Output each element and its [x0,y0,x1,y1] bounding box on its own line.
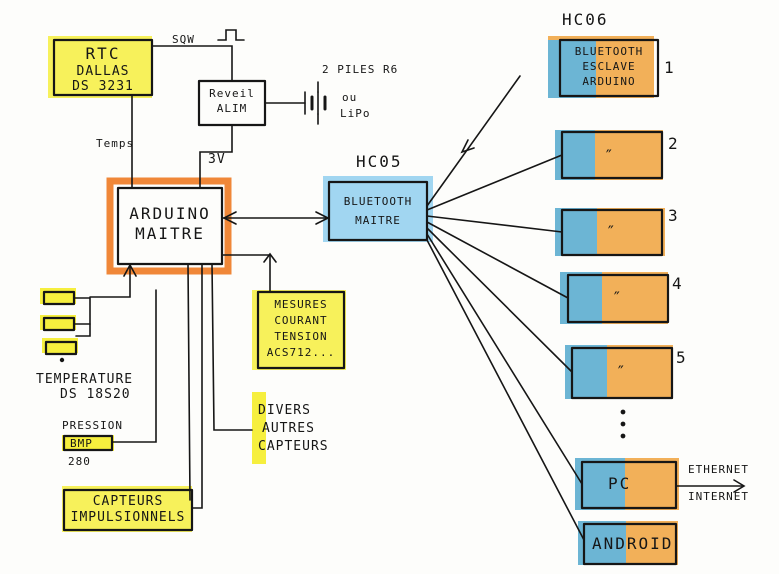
hc05-label: HC05 [356,152,403,171]
capteurs-line2: IMPULSIONNELS [70,510,186,525]
reveil-line2: ALIM [216,102,248,115]
mesures-line1: MESURES [274,298,328,311]
mesures-box [256,290,346,370]
piles-ou: ou [342,91,358,104]
arduino-maitre-box [116,186,224,266]
bt-esclave-label: BLUETOOTH ESCLAVE ARDUINO [560,44,658,89]
capteurs-impuls-box [62,488,194,532]
divers-line1: DIVERS [258,403,311,418]
ethernet-label: ETHERNET INTERNET [688,462,749,504]
ditto-mark-4: ″ [612,288,624,307]
mesures-line3: TENSION [274,330,328,343]
bt-esclave-line2: ESCLAVE [582,60,636,73]
ethernet-line1: ETHERNET [688,463,749,476]
rtc-line3: DS 3231 [72,79,134,94]
slave-number-4: 4 [672,274,684,293]
arduino-maitre-label: ARDUINO MAITRE [120,204,220,244]
pc-box [580,460,678,510]
mesures-line4: ACS712... [266,346,336,359]
bmp-label: BMP [70,437,93,450]
pc-label: PC [608,474,632,493]
bt-maitre-line2: MAITRE [355,214,401,227]
capteurs-impuls-label: CAPTEURS IMPULSIONNELS [64,494,192,526]
temperature-line1: TEMPERATURE [36,372,134,387]
ethernet-line2: INTERNET [688,490,749,503]
slave-box-5 [570,346,674,400]
rtc-line2: DALLAS [76,64,130,79]
slave-number-2: 2 [668,134,680,153]
divers-line3: CAPTEURS [258,439,329,454]
rtc-line1: RTC [85,44,121,63]
ditto-mark-2: ″ [604,146,616,165]
arduino-line2: MAITRE [135,224,205,243]
temperature-line2: DS 18S20 [60,387,131,402]
divers-label: DIVERS AUTRES CAPTEURS [258,402,329,456]
bt-esclave-line1: BLUETOOTH [574,45,644,58]
piles-label: 2 PILES R6 [322,62,398,77]
ditto-mark-3: ″ [606,222,618,241]
capteurs-line1: CAPTEURS [92,494,164,509]
slave-number-1: 1 [664,58,676,77]
hc06-label: HC06 [562,10,609,29]
mesures-line2: COURANT [274,314,328,327]
ditto-mark-5: ″ [616,362,628,381]
box-outlines [42,38,678,566]
bt-maitre-label: BLUETOOTH MAITRE [330,194,426,228]
temperature-label: TEMPERATURE DS 18S20 [36,372,133,402]
temps-label: Temps [96,137,135,150]
wires [59,29,746,541]
bmp-box [62,434,114,452]
bt-maitre-line1: BLUETOOTH [343,195,413,208]
sqw-label: SQW [172,33,195,46]
piles-line1: 2 PILES R6 [322,63,399,76]
slave-number-3: 3 [668,206,680,225]
rtc-label: RTC DALLAS DS 3231 [58,44,148,94]
reveil-label: Reveil ALIM [200,86,264,116]
mesures-label: MESURES COURANT TENSION ACS712... [258,297,344,361]
arduino-line1: ARDUINO [129,204,211,223]
v3-label: 3V [208,152,226,167]
slave-number-5: 5 [676,348,688,367]
pression-label: PRESSION [62,419,123,432]
bt-maitre-box [327,180,429,242]
android-box [582,522,678,566]
reveil-line1: Reveil [209,87,255,100]
bt-esclave-line3: ARDUINO [582,75,636,88]
piles-lipo: LiPo [340,107,371,120]
bt-esclave-box [558,38,660,98]
divers-line2: AUTRES [262,421,315,436]
rtc-box [52,38,154,97]
bmp-number: 280 [68,455,91,468]
android-label: ANDROID [592,534,674,553]
